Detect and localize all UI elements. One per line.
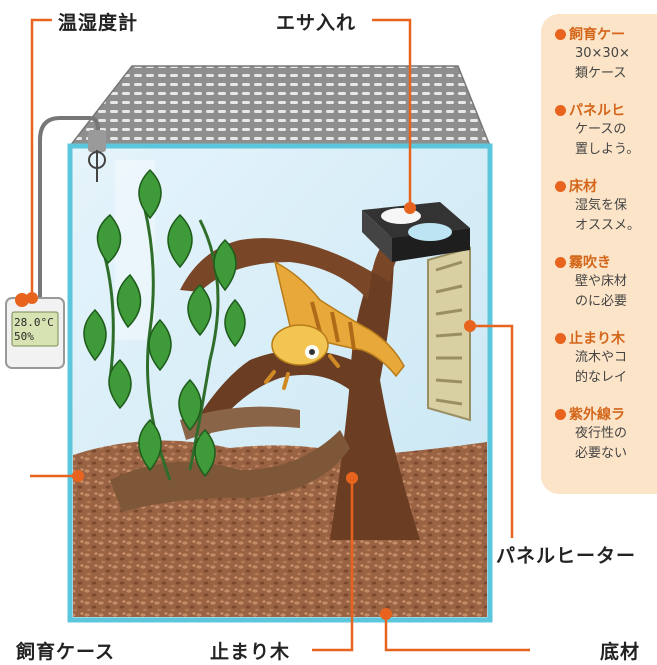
tip-title: パネルヒ xyxy=(569,103,625,119)
tip-perch: 止まり木 流木やコ 的なレイ xyxy=(555,328,657,388)
bullet-dot xyxy=(555,29,566,40)
pothos-plant xyxy=(83,168,246,481)
tip-title: 霧吹き xyxy=(569,255,611,271)
tip-line: のに必要 xyxy=(575,294,628,309)
tip-uv-lamp: 紫外線ラ 夜行性の 必要ない xyxy=(555,404,657,464)
tip-line: 的なレイ xyxy=(575,370,628,385)
tip-line: 30×30× xyxy=(575,46,630,61)
bullet-dot xyxy=(555,105,566,116)
gecko xyxy=(264,260,405,390)
tip-line: 夜行性の xyxy=(575,426,628,441)
tip-enclosure: 飼育ケー 30×30× 類ケース xyxy=(555,24,657,84)
callout-dots xyxy=(26,202,476,620)
panel-heater xyxy=(427,246,471,422)
mesh-lid xyxy=(68,65,492,147)
tip-line: 置しよう。 xyxy=(575,142,640,157)
tip-panel-heater: パネルヒ ケースの 置しよう。 xyxy=(555,100,657,160)
hygrometer: 28.0°C 50% xyxy=(5,116,106,369)
label-hygrometer: 温湿度計 xyxy=(58,12,139,34)
tip-title: 床材 xyxy=(569,179,597,195)
tip-line: オススメ。 xyxy=(575,218,641,233)
label-panel-heater: パネルヒーター xyxy=(496,545,637,567)
hygrometer-humidity: 50% xyxy=(14,330,34,343)
bullet-dot xyxy=(555,257,566,268)
tips-panel: 飼育ケー 30×30× 類ケース パネルヒ ケースの 置しよう。 床材 湿気を保… xyxy=(541,14,657,494)
tip-line: 流木やコ xyxy=(575,350,628,365)
tip-line: ケースの xyxy=(575,122,627,137)
tip-line: 湿気を保 xyxy=(575,198,628,213)
tip-mister: 霧吹き 壁や床材 のに必要 xyxy=(555,252,657,312)
tip-title: 止まり木 xyxy=(569,331,625,347)
label-enclosure: 飼育ケース xyxy=(16,641,116,663)
tip-line: 必要ない xyxy=(575,446,628,461)
bullet-dot xyxy=(555,181,566,192)
bullet-dot xyxy=(555,333,566,344)
label-substrate: 底材 xyxy=(600,641,641,663)
tip-substrate: 床材 湿気を保 オススメ。 xyxy=(555,176,657,236)
bullet-dot xyxy=(555,409,566,420)
label-feeder: エサ入れ xyxy=(276,12,357,34)
tip-line: 類ケース xyxy=(575,66,627,81)
tip-line: 壁や床材 xyxy=(575,274,628,289)
tip-title: 紫外線ラ xyxy=(569,407,625,423)
callout-lines xyxy=(30,18,530,652)
label-perch: 止まり木 xyxy=(210,641,291,663)
hygrometer-temperature: 28.0°C xyxy=(14,316,54,329)
tip-title: 飼育ケー xyxy=(569,27,625,43)
feeding-dish xyxy=(362,202,470,262)
